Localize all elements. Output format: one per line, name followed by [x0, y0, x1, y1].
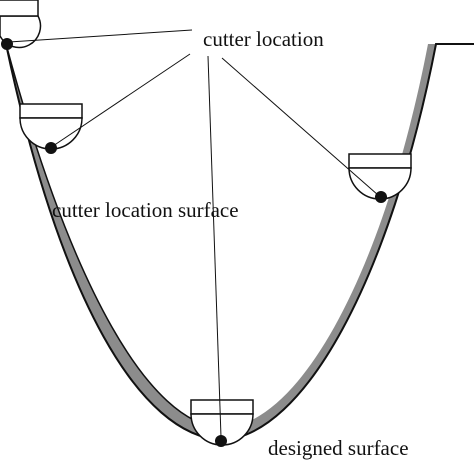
cutter-bottom — [190, 399, 254, 447]
leader-line — [207, 55, 222, 438]
offset-band — [6, 44, 436, 440]
cutter-location-point — [215, 435, 227, 447]
cutter-shank — [19, 103, 83, 119]
cutter-location-point — [375, 191, 387, 203]
cutter-location-surface-label: cutter location surface — [52, 198, 239, 222]
leader-line — [52, 53, 191, 147]
cutter-right-flank — [348, 153, 412, 203]
designed-surface-label: designed surface — [268, 436, 409, 460]
cutter-left-flank — [19, 103, 83, 154]
leader-lines — [8, 29, 379, 438]
cutter-shank — [190, 399, 254, 415]
leader-line — [221, 57, 379, 196]
cutter-shank — [0, 0, 39, 17]
cutter-location-point — [1, 38, 13, 50]
cutter-location-point — [45, 142, 57, 154]
leader-line — [8, 29, 193, 43]
cutter-shank — [348, 153, 412, 169]
cutter-location-surface-curve — [5, 43, 223, 429]
cutter-location-label: cutter location — [203, 27, 324, 51]
cutter-top-left — [0, 0, 42, 50]
